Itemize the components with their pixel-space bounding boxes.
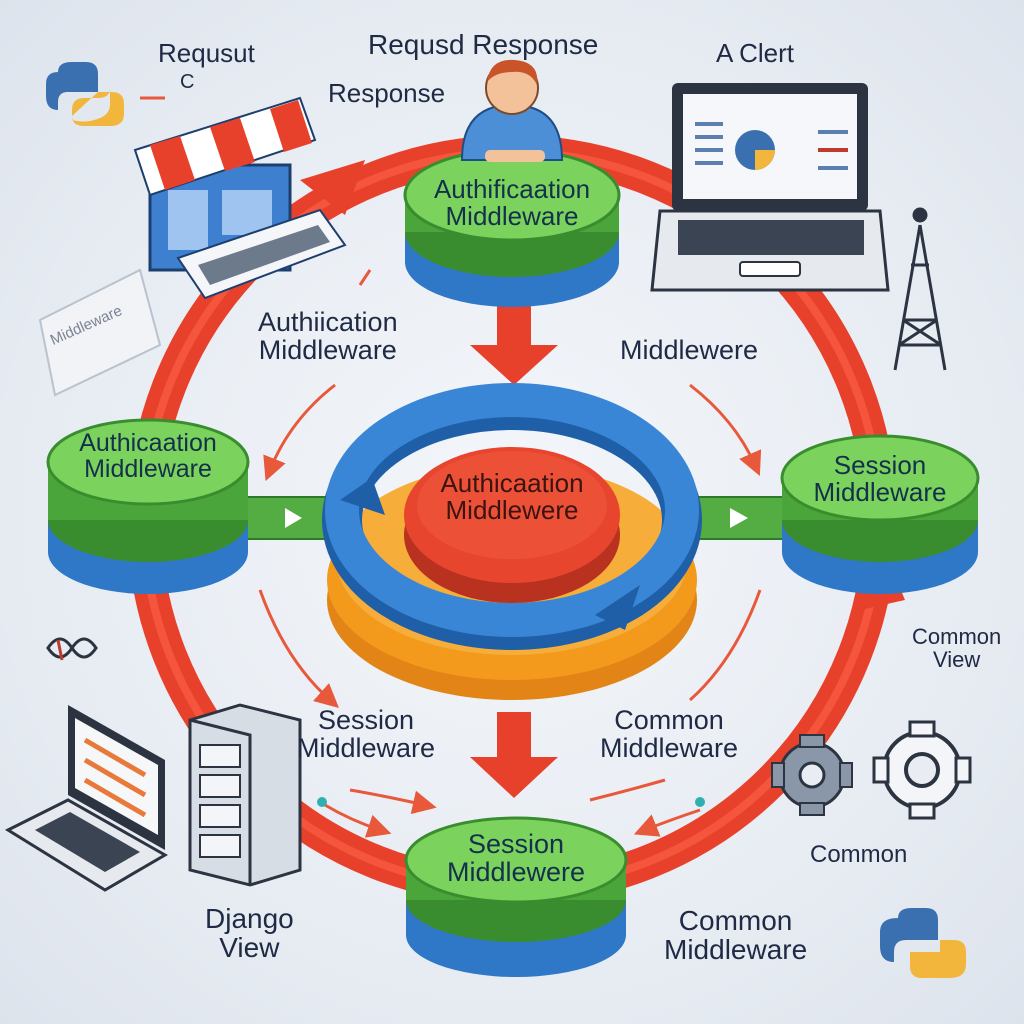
lower-left-line1: Session [318, 705, 415, 735]
response-label: Response [328, 78, 446, 108]
disc-bottom [404, 816, 628, 977]
ring-arrowhead-top-left [300, 160, 365, 215]
paper-note [38, 268, 162, 397]
lower-right-line2: Middleware [600, 733, 739, 764]
upper-left-line1: Authiication [258, 307, 398, 337]
django-line1: Django [205, 903, 294, 934]
disc-top-line1: Authificaation [433, 174, 591, 204]
disc-top [403, 148, 621, 307]
disc-left-line2: Middleware [84, 455, 212, 484]
request-label: Requsut [158, 38, 255, 68]
person-illustration [460, 59, 564, 162]
upper-right-annotation: Middlewere [620, 335, 759, 365]
flow-arrow-down-bottom [470, 712, 558, 798]
lower-right-annotation: Common Middleware [600, 706, 738, 763]
laptop-top-right [650, 83, 890, 292]
lower-left-line2: Middleware [297, 733, 436, 764]
bottom-right-annotation: Common Middleware [664, 906, 807, 965]
far-right-annotation: Common View [912, 625, 1001, 671]
disc-left [46, 418, 250, 594]
far-right-line1: Common [912, 624, 1002, 649]
disc-left-line1: Authicaation [79, 429, 217, 457]
flow-arrow-down-top [470, 305, 558, 385]
gear-outline-icon [872, 720, 972, 820]
disc-bottom-line1: Session [467, 829, 565, 859]
disc-right [780, 434, 980, 594]
laptop-bottom-left [4, 705, 169, 892]
python-logo-laptop-screen [735, 130, 775, 170]
gear-icon [771, 734, 853, 816]
disc-right-label: Session Middleware [792, 450, 968, 508]
disc-right-line1: Session [833, 450, 927, 480]
bottom-right-line2: Middleware [664, 934, 808, 966]
disc-bottom-label: Session Middlewere [418, 830, 614, 887]
common-annotation: Common [810, 841, 908, 868]
center-core-line2: Middlewere [445, 495, 579, 526]
disc-left-label: Authicaation Middleware [58, 430, 238, 483]
antenna-tower-icon [893, 207, 947, 371]
lower-right-line1: Common [614, 705, 724, 735]
django-line2: View [219, 932, 280, 964]
center-core-label: Authicaation Middlewere [412, 468, 612, 526]
server-rack-icon [188, 703, 302, 887]
bottom-right-line1: Common [678, 905, 793, 936]
client-label: A Clert [716, 38, 795, 68]
disc-right-line2: Middleware [813, 477, 947, 508]
inner-flow-arrows [140, 96, 762, 838]
upper-left-annotation: Authiication Middleware [258, 308, 398, 365]
python-logo-bottom-right [880, 908, 966, 978]
c-label: C [180, 71, 195, 93]
disc-top-line2: Middleware [445, 201, 579, 232]
center-stack [322, 383, 702, 700]
far-right-line2: View [932, 647, 981, 673]
django-view-annotation: Django View [205, 904, 294, 963]
storefront-icon [133, 96, 347, 300]
center-core-line1: Authicaation [440, 468, 584, 498]
request-response-label: Requsd Response [368, 29, 599, 60]
lower-left-annotation: Session Middleware [297, 706, 435, 763]
python-logo-top-left [46, 62, 124, 126]
infinity-glyph [46, 637, 98, 661]
disc-bottom-line2: Middlewere [446, 857, 586, 888]
disc-top-label: Authificaation Middleware [420, 174, 604, 232]
upper-left-line2: Middleware [258, 335, 397, 366]
